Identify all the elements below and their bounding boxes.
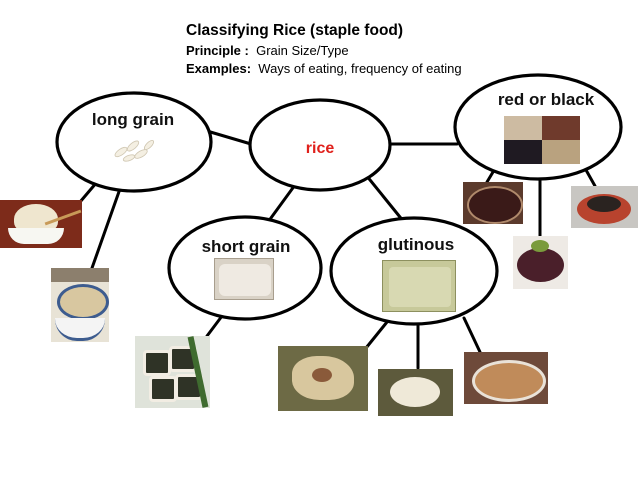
red-rice-pot-photo — [571, 186, 638, 228]
principle-value: Grain Size/Type — [256, 43, 349, 58]
long-grain-label: long grain — [91, 110, 175, 129]
examples-value: Ways of eating, frequency of eating — [258, 61, 462, 76]
long-grain-rice-image — [111, 134, 157, 166]
connector-shortgrain-photo — [205, 314, 224, 338]
black-rice-dish-photo — [513, 236, 568, 289]
diagram-title: Classifying Rice (staple food) — [186, 22, 404, 39]
principle-label: Principle : — [186, 43, 249, 58]
rice-bowl-photo — [0, 200, 82, 248]
rice-label: rice — [305, 140, 335, 157]
connector-glutinous-photo1 — [364, 320, 389, 350]
examples-label: Examples: — [186, 61, 252, 76]
connector-redblack-photo3 — [584, 168, 597, 188]
connector-redblack-photo1 — [485, 170, 495, 184]
sushi-photo — [135, 336, 210, 408]
rice-node — [248, 98, 392, 192]
connector-longgrain-photo2 — [90, 184, 123, 270]
red-rice-bowl-photo — [463, 182, 523, 224]
red-or-black-label: red or black — [497, 90, 595, 109]
examples-line: Examples: Ways of eating, frequency of e… — [186, 61, 462, 76]
glutinous-label: glutinous — [377, 235, 455, 254]
principle-line: Principle : Grain Size/Type — [186, 43, 349, 58]
rice-porridge-photo — [51, 268, 109, 342]
short-grain-rice-image — [214, 258, 274, 300]
connector-rice-longgrain — [205, 129, 253, 146]
glutinous-rice-image — [382, 260, 456, 312]
red-black-rice-image — [504, 116, 580, 164]
short-grain-label: short grain — [201, 237, 291, 256]
rice-soup-bowl-photo — [464, 352, 548, 404]
connector-rice-glutinous — [364, 173, 406, 224]
connector-glutinous-photo3 — [462, 316, 482, 354]
lotus-leaf-rice-photo — [378, 369, 453, 416]
zongzi-photo — [278, 346, 368, 411]
connector-rice-shortgrain — [266, 183, 297, 224]
